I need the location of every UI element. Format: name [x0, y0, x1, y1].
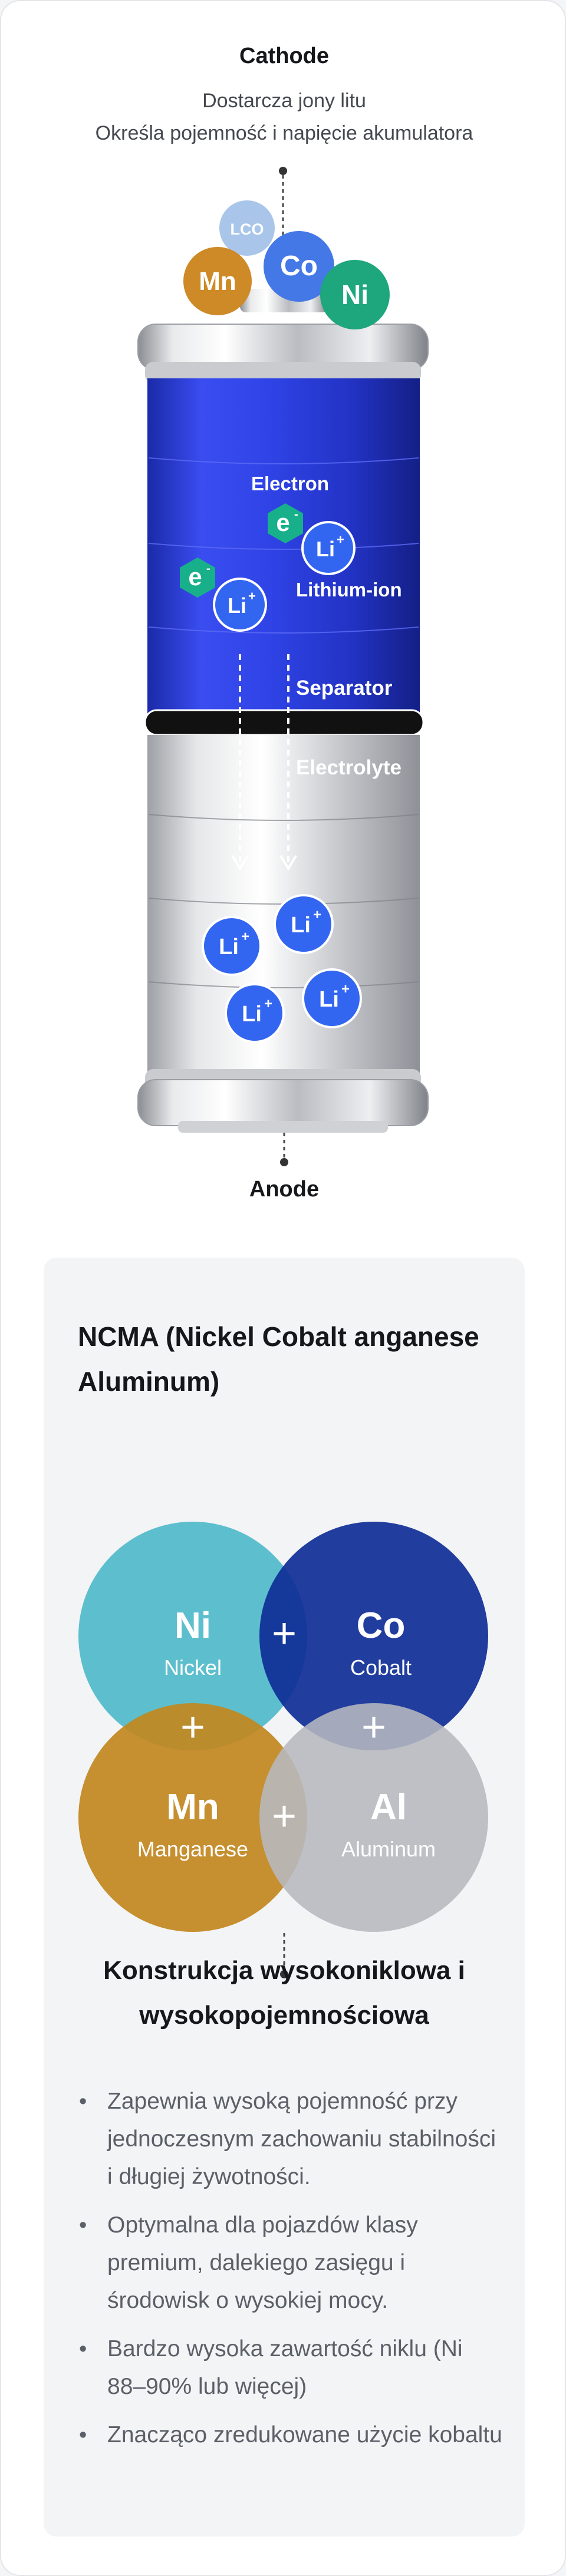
- list-item: Bardzo wysoka zawartość niklu (Ni 88–90%…: [79, 2330, 504, 2406]
- cathode-title: Cathode: [239, 44, 329, 68]
- svg-text:+: +: [248, 589, 256, 603]
- svg-text:+: +: [241, 929, 249, 945]
- svg-text:Li: Li: [319, 987, 339, 1012]
- li-ion-particle-5: Li +: [302, 968, 362, 1028]
- plus-sign-left: +: [180, 1704, 205, 1751]
- nickel-name: Nickel: [164, 1655, 222, 1680]
- svg-text:Co: Co: [280, 250, 318, 282]
- cobalt-symbol: Co: [357, 1605, 406, 1646]
- nickel-symbol: Ni: [175, 1605, 211, 1646]
- design-title: Konstrukcja wysokoniklowa i wysokopojemn…: [103, 1956, 465, 2030]
- mn-sphere: Mn: [183, 247, 252, 315]
- aluminum-name: Aluminum: [341, 1837, 436, 1861]
- svg-text:+: +: [337, 532, 344, 547]
- li-ion-particle-3: Li +: [274, 894, 334, 954]
- svg-text:LCO: LCO: [231, 220, 264, 238]
- lco-sphere: LCO: [219, 200, 275, 256]
- manganese-name: Manganese: [137, 1837, 248, 1861]
- nickel-circle: [78, 1522, 307, 1750]
- svg-text:Ni: Ni: [341, 279, 368, 310]
- plus-sign-right: +: [361, 1704, 386, 1751]
- electron-particle-2: e -: [180, 558, 215, 598]
- svg-text:Mn: Mn: [199, 267, 236, 296]
- svg-text:Li: Li: [291, 913, 311, 938]
- separator-label: Separator: [296, 677, 393, 700]
- li-ion-particle-6: Li +: [225, 983, 285, 1043]
- aluminum-symbol: Al: [370, 1787, 407, 1828]
- cathode-description-line1: Dostarcza jony litu: [202, 90, 366, 112]
- li-ion-particle-1: Li +: [301, 521, 356, 575]
- svg-text:+: +: [341, 981, 350, 997]
- electron-particle-1: e -: [268, 503, 303, 543]
- battery-top-lip: [145, 362, 421, 383]
- ncma-card: NCMA (Nickel Cobalt anganese Aluminum) N…: [44, 1258, 525, 2537]
- anode-title: Anode: [249, 1177, 320, 1202]
- cathode-pointer-dot: [279, 167, 287, 175]
- separator-band: [144, 709, 424, 736]
- design-bullet-list: Zapewnia wysoką pojemność przy jednoczes…: [79, 2083, 504, 2465]
- battery-bottom-ring: [137, 1079, 429, 1126]
- ncma-pointer-dot: [280, 1970, 288, 1978]
- list-item: Zapewnia wysoką pojemność przy jednoczes…: [79, 2083, 504, 2196]
- plus-sign-bottom: +: [272, 1793, 297, 1840]
- cobalt-circle: [259, 1522, 488, 1750]
- svg-text:Li: Li: [219, 935, 239, 959]
- co-sphere: Co: [264, 231, 334, 302]
- battery-diagram: LCO Mn Co Ni Electron Lithium-ion Separa…: [137, 167, 429, 1166]
- aluminum-circle: [259, 1703, 488, 1932]
- li-ion-particle-2: Li +: [213, 578, 267, 632]
- cobalt-name: Cobalt: [350, 1655, 412, 1680]
- cathode-description-line2: Określa pojemność i napięcie akumulatora: [95, 122, 473, 144]
- svg-text:Li: Li: [228, 593, 246, 618]
- svg-text:Li: Li: [242, 1002, 262, 1027]
- manganese-symbol: Mn: [166, 1787, 219, 1828]
- svg-text:-: -: [294, 508, 298, 521]
- ni-sphere: Ni: [320, 260, 390, 329]
- electron-label: Electron: [251, 473, 329, 494]
- anode-pointer-dot: [280, 1158, 288, 1166]
- plus-sign-top: +: [272, 1610, 297, 1657]
- svg-text:-: -: [206, 562, 210, 575]
- list-item: Optymalna dla pojazdów klasy premium, da…: [79, 2206, 504, 2320]
- svg-text:e: e: [276, 509, 289, 536]
- li-ion-particle-4: Li +: [202, 916, 262, 976]
- ncma-title: NCMA (Nickel Cobalt anganese Aluminum): [78, 1321, 479, 1397]
- svg-text:+: +: [264, 996, 272, 1012]
- manganese-circle: [78, 1703, 307, 1932]
- svg-text:Li: Li: [316, 537, 335, 561]
- lithium-ion-label: Lithium-ion: [296, 579, 402, 601]
- list-item: Znacząco zredukowane użycie kobaltu: [79, 2416, 504, 2454]
- svg-text:e: e: [188, 563, 202, 591]
- ncma-venn-diagram: Ni Nickel Co Cobalt Mn Manganese Al Alum…: [78, 1522, 488, 1978]
- svg-text:+: +: [313, 907, 321, 923]
- electrolyte-label: Electrolyte: [296, 756, 402, 779]
